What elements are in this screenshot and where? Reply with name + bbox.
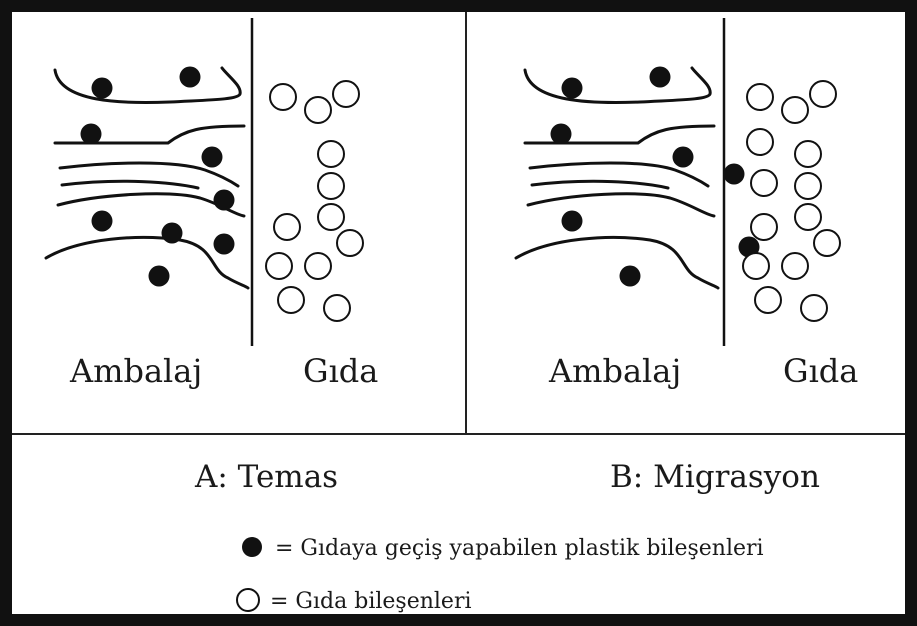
food-component: [795, 204, 821, 230]
plastic-particle: [92, 211, 113, 232]
outer-border: [6, 6, 911, 620]
food-component: [270, 84, 296, 110]
food-component: [318, 141, 344, 167]
food-label-a: Gıda: [303, 352, 378, 390]
packaging-label-b: Ambalaj: [548, 352, 681, 390]
food-component: [305, 253, 331, 279]
plastic-particle: [149, 266, 170, 287]
food-component: [751, 214, 777, 240]
plastic-particle: [673, 147, 694, 168]
panel-b: Ambalaj Gıda: [516, 18, 858, 390]
food-component: [747, 129, 773, 155]
plastic-particle: [180, 67, 201, 88]
plastic-particle: [202, 147, 223, 168]
legend-open-marker: [237, 589, 259, 611]
food-components-a: [266, 81, 363, 321]
plastic-particle: [562, 211, 583, 232]
food-component: [743, 253, 769, 279]
food-component: [814, 230, 840, 256]
plastic-particle: [551, 124, 572, 145]
food-component: [810, 81, 836, 107]
food-component: [278, 287, 304, 313]
caption-a: A: Temas: [194, 459, 338, 495]
food-component: [751, 170, 777, 196]
legend-open-label: = Gıda bileşenleri: [270, 589, 472, 614]
plastic-particle: [214, 234, 235, 255]
food-component: [755, 287, 781, 313]
food-component: [274, 214, 300, 240]
plastic-particle: [562, 78, 583, 99]
food-component: [305, 97, 331, 123]
plastic-particle: [214, 190, 235, 211]
plastic-particle: [162, 223, 183, 244]
food-component: [782, 97, 808, 123]
legend-filled-marker: [242, 537, 262, 557]
food-component: [337, 230, 363, 256]
food-component: [795, 173, 821, 199]
plastic-particle: [92, 78, 113, 99]
food-label-b: Gıda: [783, 352, 858, 390]
food-component: [782, 253, 808, 279]
caption-b: B: Migrasyon: [610, 459, 820, 495]
food-component: [266, 253, 292, 279]
food-component: [318, 204, 344, 230]
food-component: [324, 295, 350, 321]
plastic-particles-b: [551, 67, 760, 287]
food-component: [747, 84, 773, 110]
plastic-particle: [650, 67, 671, 88]
packaging-label-a: Ambalaj: [69, 352, 202, 390]
polymer-chains-a: [46, 68, 248, 288]
plastic-particle: [620, 266, 641, 287]
food-component: [795, 141, 821, 167]
legend: = Gıdaya geçiş yapabilen plastik bileşen…: [237, 536, 764, 614]
panel-a: Ambalaj Gıda: [46, 18, 378, 390]
plastic-particle: [81, 124, 102, 145]
food-component: [801, 295, 827, 321]
legend-filled-label: = Gıdaya geçiş yapabilen plastik bileşen…: [275, 536, 764, 561]
food-components-b: [743, 81, 840, 321]
polymer-chains-b: [516, 68, 718, 288]
food-component: [318, 173, 344, 199]
plastic-particle: [724, 164, 745, 185]
food-component: [333, 81, 359, 107]
